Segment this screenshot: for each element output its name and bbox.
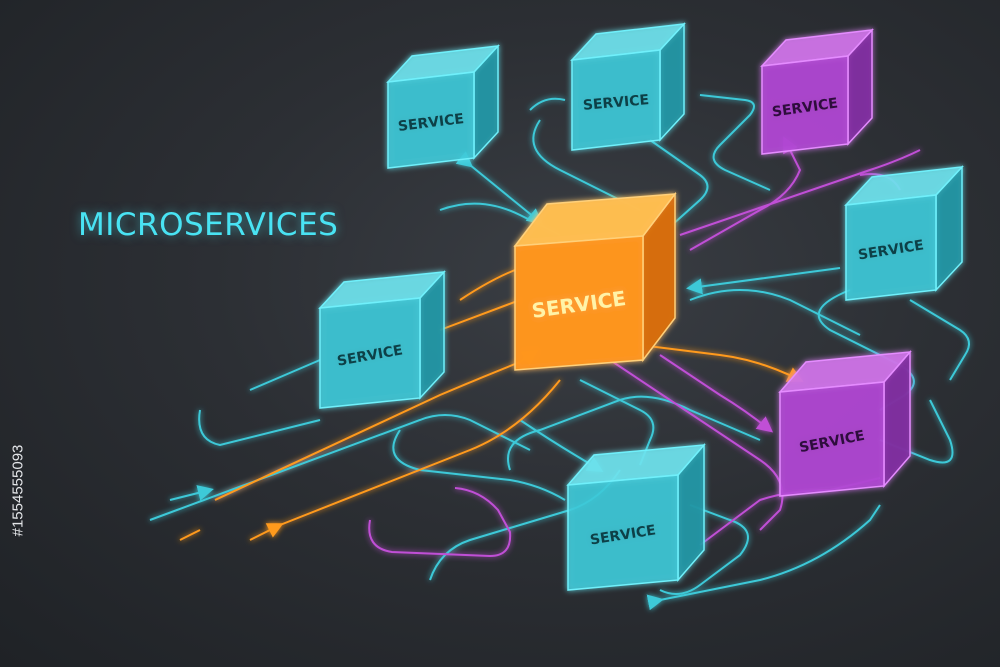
service-cube-right: SERVICE <box>844 165 964 301</box>
cube-front-face <box>779 381 885 497</box>
service-cube-left: SERVICE <box>318 270 446 409</box>
cube-front-face <box>387 71 475 169</box>
cube-front-face <box>319 297 421 409</box>
stock-image-id: #1554555093 <box>6 420 30 560</box>
stock-image-id-text: #1554555093 <box>9 444 27 536</box>
service-cube-top-right: SERVICE <box>760 28 874 155</box>
cube-front-face <box>845 194 937 301</box>
service-cube-bottom: SERVICE <box>566 442 706 591</box>
service-cube-top-left: SERVICE <box>386 44 500 169</box>
cube-front-face <box>571 49 661 151</box>
cube-front-face <box>761 55 849 155</box>
cube-front-face <box>514 235 644 371</box>
service-cube-center: SERVICE <box>513 191 677 371</box>
service-cube-lower-right: SERVICE <box>778 349 912 497</box>
cube-front-face <box>567 474 679 591</box>
headline-title: MICROSERVICES <box>78 207 339 243</box>
service-cube-top-mid: SERVICE <box>570 22 686 151</box>
service-label: SERVICE <box>582 92 649 114</box>
